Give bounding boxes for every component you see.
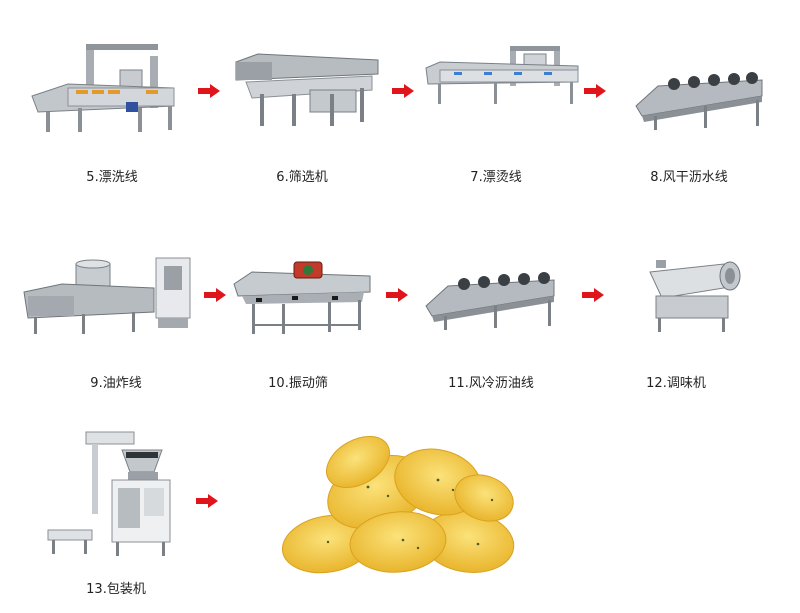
seasoning-machine-icon (646, 258, 746, 334)
red-arrow-icon (196, 494, 218, 508)
step-label: 10.振动筛 (268, 376, 328, 391)
potato-chips-icon (268, 432, 528, 582)
red-arrow-icon (198, 84, 220, 98)
blanching-line-icon (424, 44, 580, 114)
screening-machine-icon (232, 50, 380, 130)
vibrating-screen-icon (232, 258, 372, 338)
red-arrow-icon (584, 84, 606, 98)
red-arrow-icon (204, 288, 226, 302)
air-cool-line-icon (424, 266, 556, 332)
step-label: 5.漂洗线 (86, 170, 138, 185)
red-arrow-icon (582, 288, 604, 302)
step-label: 9.油炸线 (90, 376, 142, 391)
air-dry-line-icon (634, 66, 764, 132)
step-label: 7.漂烫线 (470, 170, 522, 185)
red-arrow-icon (392, 84, 414, 98)
washing-line-icon (28, 42, 178, 134)
step-label: 13.包装机 (86, 582, 146, 597)
red-arrow-icon (386, 288, 408, 302)
frying-line-icon (22, 256, 200, 338)
step-label: 6.筛选机 (276, 170, 328, 185)
step-label: 11.风冷沥油线 (448, 376, 534, 391)
step-label: 8.风干沥水线 (650, 170, 728, 185)
packing-machine-icon (44, 430, 184, 558)
step-label: 12.调味机 (646, 376, 706, 391)
